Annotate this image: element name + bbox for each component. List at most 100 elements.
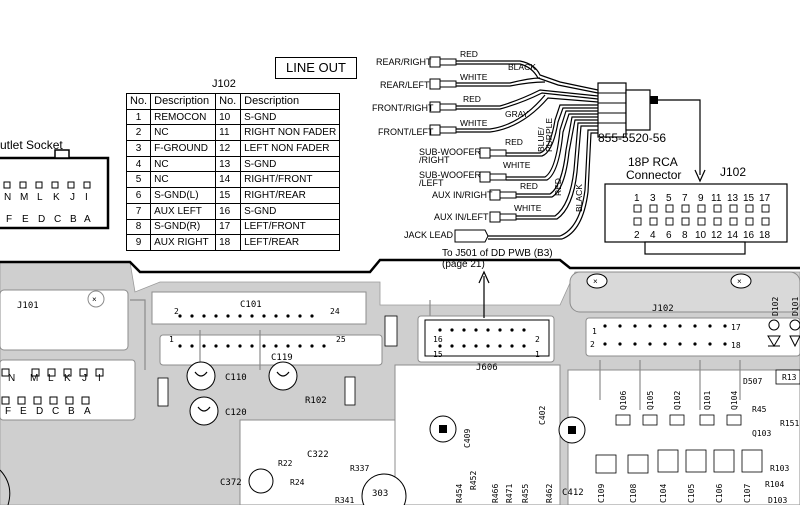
rca-pin-top: 7 xyxy=(682,193,688,204)
connector-part-number: 855-5520-56 xyxy=(598,131,666,145)
pin-no: 2 xyxy=(125,124,152,142)
pcb-label-r13: R13 xyxy=(782,373,797,382)
pcb-label-r45: R45 xyxy=(752,405,767,414)
pin-desc: S-GND xyxy=(240,155,341,173)
pcb-label-d507: D507 xyxy=(743,377,762,386)
pin-desc: REMOCON xyxy=(150,108,217,126)
pin-desc: NC xyxy=(150,155,217,173)
pin-desc: LEFT/REAR xyxy=(240,234,341,251)
pcb-label-r462: R462 xyxy=(545,484,554,503)
pcb-j606-pin2: 2 xyxy=(535,335,540,344)
pcb-label-c372: C372 xyxy=(220,478,242,488)
j102-table-title: J102 xyxy=(212,78,236,90)
socket-letter-bottom: A xyxy=(84,214,91,225)
pcb-label-c120: C120 xyxy=(225,408,247,418)
pcb-label-r102: R102 xyxy=(305,396,327,406)
socket-letter-bottom: E xyxy=(22,214,29,225)
pcb-label-c109: C109 xyxy=(597,484,606,503)
socket-letter-top: I xyxy=(85,192,88,203)
pin-desc: S-GND(R) xyxy=(150,218,217,236)
pin-desc: LEFT NON FADER xyxy=(240,140,341,157)
pin-desc: RIGHT/REAR xyxy=(240,187,341,204)
cable-label: REAR/LEFT xyxy=(380,80,430,90)
pcb-label-r104: R104 xyxy=(765,480,784,489)
cable-label: JACK LEAD xyxy=(404,230,454,240)
pcb-letter-bottom: C xyxy=(52,406,59,417)
pcb-label-q104: Q104 xyxy=(730,391,739,410)
pin-no: 5 xyxy=(125,171,152,189)
pcb-c101-pin1: 1 xyxy=(169,335,174,344)
bundle-label-black: BLACK xyxy=(508,62,536,72)
cable-label: AUX IN/RIGHT xyxy=(432,190,493,200)
pcb-label-d101: D101 xyxy=(791,297,800,316)
rca-connector-title-1: 18P RCA xyxy=(628,155,678,169)
pcb-j102-pin17: 17 xyxy=(731,323,741,332)
rca-connector-title-2: Connector xyxy=(626,168,681,182)
rca-pin-top: 15 xyxy=(743,193,755,204)
pcb-j606-pin16: 16 xyxy=(433,335,443,344)
pin-no: 6 xyxy=(125,187,152,204)
pcb-label-r466: R466 xyxy=(491,484,500,503)
wire-color: WHITE xyxy=(460,72,488,82)
svg-text:×: × xyxy=(593,277,598,286)
cable-label: REAR/RIGHT xyxy=(376,57,432,67)
line-out-label: LINE OUT xyxy=(275,57,357,79)
pin-desc: LEFT/FRONT xyxy=(240,218,341,236)
socket-letter-bottom: F xyxy=(6,214,12,225)
pcb-label-c104: C104 xyxy=(659,484,668,503)
pcb-label-q106: Q106 xyxy=(619,391,628,410)
pcb-c101-pin2: 2 xyxy=(174,307,179,316)
cable-label: /RIGHT xyxy=(419,155,450,165)
pin-desc: F-GROUND xyxy=(150,140,217,157)
pin-desc: RIGHT NON FADER xyxy=(240,124,341,142)
bundle-label-blue-purple: PURPLE xyxy=(544,118,554,152)
rca-pin-bottom: 14 xyxy=(727,230,739,241)
header-no: No. xyxy=(215,93,242,110)
pcb-j102-pin2: 2 xyxy=(590,340,595,349)
header-description: Description xyxy=(150,93,217,110)
rca-pin-bottom: 18 xyxy=(759,230,771,241)
pcb-label-q105: Q105 xyxy=(646,391,655,410)
pin-desc: NC xyxy=(150,124,217,142)
outlet-socket xyxy=(0,156,110,230)
pin-desc: AUX RIGHT xyxy=(150,234,217,251)
pin-desc: S-GND xyxy=(240,108,341,126)
pcb-label-c105: C105 xyxy=(687,484,696,503)
pcb-label-c322: C322 xyxy=(307,450,329,460)
pcb-label-q101: Q101 xyxy=(703,391,712,410)
rca-pin-top: 17 xyxy=(759,193,771,204)
rca-pin-bottom: 4 xyxy=(650,230,656,241)
to-j501-page: (page 21) xyxy=(442,259,485,270)
pcb-j606-pin1: 1 xyxy=(535,350,540,359)
pin-no: 7 xyxy=(125,202,152,220)
pin-desc: S-GND xyxy=(240,202,341,220)
rca-pin-bottom: 12 xyxy=(711,230,723,241)
wire-color: RED xyxy=(505,137,523,147)
pcb-label-r455: R455 xyxy=(521,484,530,503)
pcb-label-q103: Q103 xyxy=(752,429,771,438)
wire-color: RED xyxy=(520,181,538,191)
pin-no: 18 xyxy=(215,234,242,251)
pin-no: 14 xyxy=(215,171,242,189)
pcb-c101-pin24: 24 xyxy=(330,307,340,316)
pin-no: 16 xyxy=(215,202,242,220)
pcb-letter-bottom: B xyxy=(68,406,75,417)
wire-color: WHITE xyxy=(460,118,488,128)
svg-text:×: × xyxy=(92,295,97,304)
pin-no: 4 xyxy=(125,155,152,173)
pcb-label-c409: C409 xyxy=(463,429,472,448)
pcb-label-r151: R151 xyxy=(780,419,799,428)
rca-pin-bottom: 2 xyxy=(634,230,640,241)
pcb-label-j101: J101 xyxy=(17,301,39,311)
pcb-label-c110: C110 xyxy=(225,373,247,383)
pcb-label-c101: C101 xyxy=(240,300,262,310)
to-j501-label: To J501 of DD PWB (B3) xyxy=(442,248,553,259)
socket-letter-top: J xyxy=(70,192,75,203)
